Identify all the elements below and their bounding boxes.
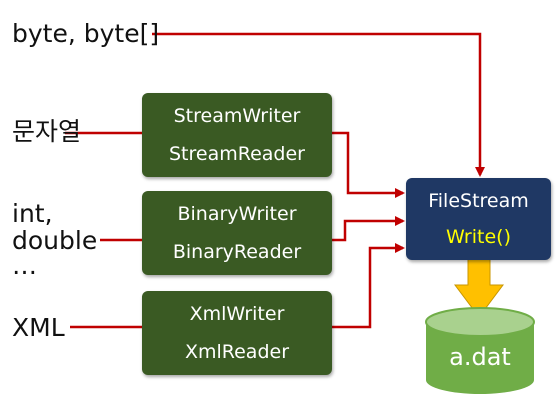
filestream-label: FileStream (428, 190, 529, 212)
string-label: 문자열 (12, 117, 82, 146)
file-name-label: a.dat (449, 343, 511, 371)
binary-adapter-box: BinaryWriter BinaryReader (142, 191, 332, 275)
bytes-label: byte, byte[] (12, 19, 160, 48)
numeric-label-line3: … (12, 251, 37, 280)
bytes-connector (152, 32, 485, 177)
xml-reader-label: XmlReader (184, 341, 290, 363)
stream-reader-label: StreamReader (169, 143, 305, 165)
numeric-label-line1: int, (12, 199, 53, 228)
stream-to-filestream (332, 131, 405, 198)
stream-adapter-box: StreamWriter StreamReader (142, 93, 332, 177)
numeric-label-line2: double (12, 226, 98, 255)
binary-writer-label: BinaryWriter (177, 203, 297, 225)
filestream-box: FileStream Write() (406, 178, 551, 260)
xml-adapter-box: XmlWriter XmlReader (142, 291, 332, 375)
binary-reader-label: BinaryReader (172, 241, 302, 263)
filestream-method-label: Write() (446, 226, 511, 248)
xml-writer-label: XmlWriter (189, 303, 285, 325)
stream-writer-label: StreamWriter (173, 105, 301, 127)
write-arrow (454, 257, 504, 318)
xml-to-filestream (332, 243, 405, 329)
file-cylinder (425, 307, 535, 394)
xml-label: XML (12, 313, 65, 342)
binary-to-filestream (332, 216, 405, 242)
